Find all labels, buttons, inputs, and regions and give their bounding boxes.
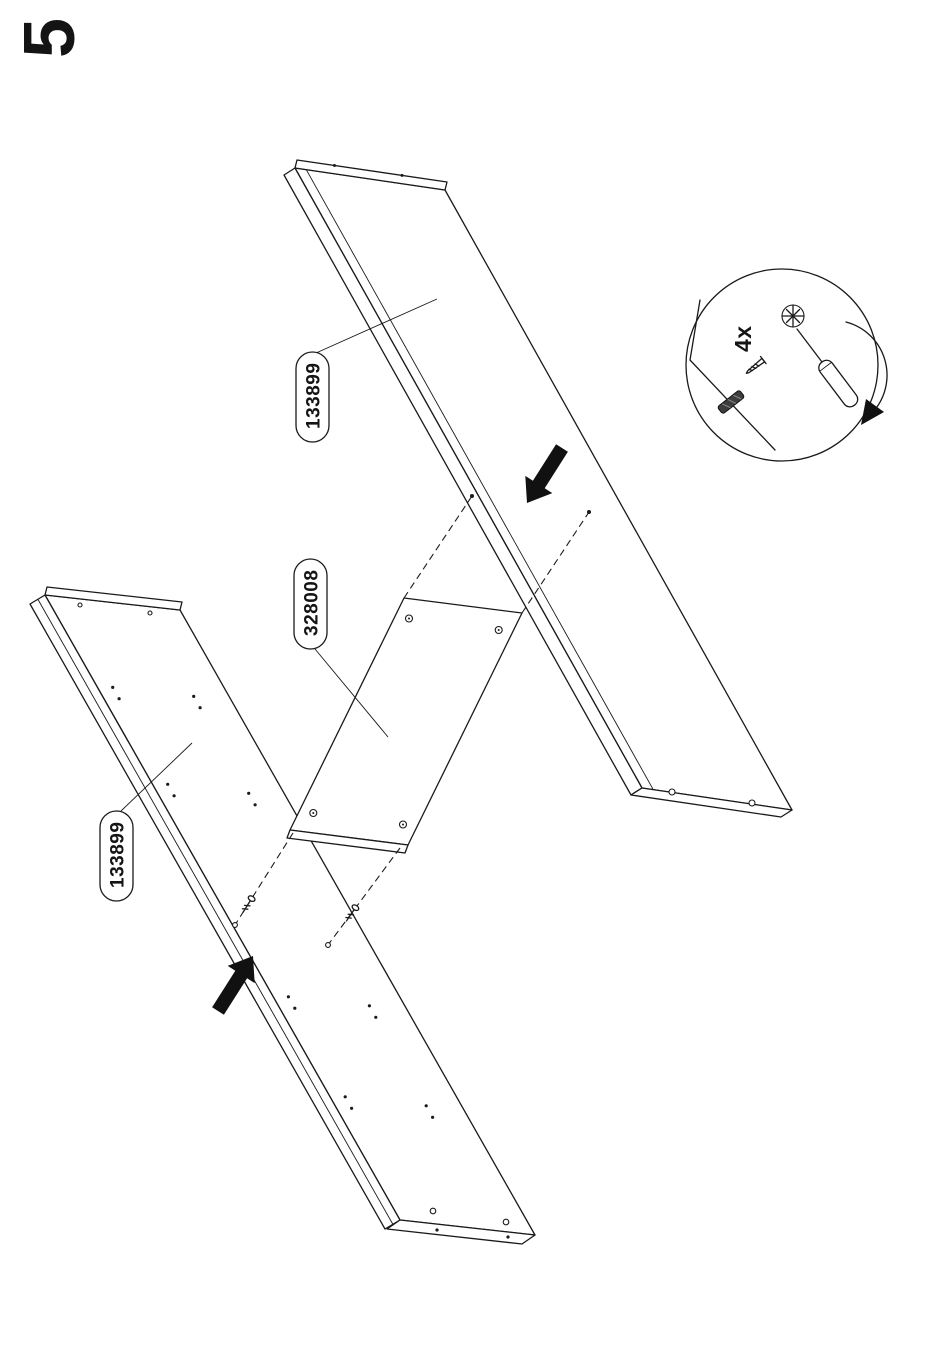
top-panel-top-edge: [294, 159, 448, 191]
part-number-label: 133899: [108, 822, 129, 888]
dowel-icon: [717, 390, 745, 414]
assembly-arrow-down-icon: [525, 444, 568, 503]
middle-panel-bottom-edge: [286, 829, 409, 854]
callout-top-panel: 133899: [295, 298, 438, 443]
quantity-label: 4x: [730, 325, 756, 352]
bottom-panel-screw-holes: [77, 602, 510, 1239]
detail-circle: [685, 268, 879, 462]
pilot-hole: [587, 510, 591, 514]
bottom-panel-top-edge: [44, 586, 183, 611]
screwdriver-icon: [796, 328, 859, 408]
hardware-detail-bubble: 4x: [685, 268, 888, 462]
direction-arrows: [212, 444, 568, 1015]
leader-line: [314, 648, 389, 738]
panel-corner-lines: [689, 299, 776, 451]
guide-dashed-line: [521, 511, 590, 614]
part-number-pill: [293, 558, 328, 650]
bottom-panel: [29, 586, 536, 1245]
screw-icon: [241, 895, 256, 913]
step-number: 5: [10, 17, 90, 58]
assembly-arrow-up-icon: [212, 956, 255, 1015]
pozidriv-head-icon: [781, 304, 805, 328]
pilot-hole: [325, 942, 331, 948]
guide-dashed-line: [327, 847, 401, 946]
screw-icon: [345, 904, 360, 922]
bottom-panel-edge-line: [37, 599, 394, 1225]
middle-panel: [286, 597, 523, 854]
leader-line: [315, 298, 438, 354]
bottom-panel-bottom-edge: [386, 1219, 536, 1245]
leader-line: [120, 742, 193, 812]
part-number-pill: [295, 351, 330, 443]
pilot-hole: [232, 922, 238, 928]
top-panel-screw-holes: [333, 164, 756, 807]
pilot-hole: [470, 494, 474, 498]
part-number-pill: [99, 810, 134, 902]
rotation-arrow-icon: [845, 321, 888, 425]
middle-panel-cam-holes: [309, 614, 503, 829]
screw-side-icon: [745, 355, 767, 374]
callout-middle-panel: 328008: [293, 558, 389, 738]
top-panel-edge-line: [305, 168, 654, 790]
guide-dashed-line: [234, 832, 294, 926]
assembly-guides: [232, 494, 591, 948]
part-number-label: 133899: [304, 363, 325, 429]
part-number-label: 328008: [302, 570, 323, 636]
callout-bottom-panel: 133899: [99, 742, 193, 902]
guide-dashed-line: [403, 495, 473, 599]
